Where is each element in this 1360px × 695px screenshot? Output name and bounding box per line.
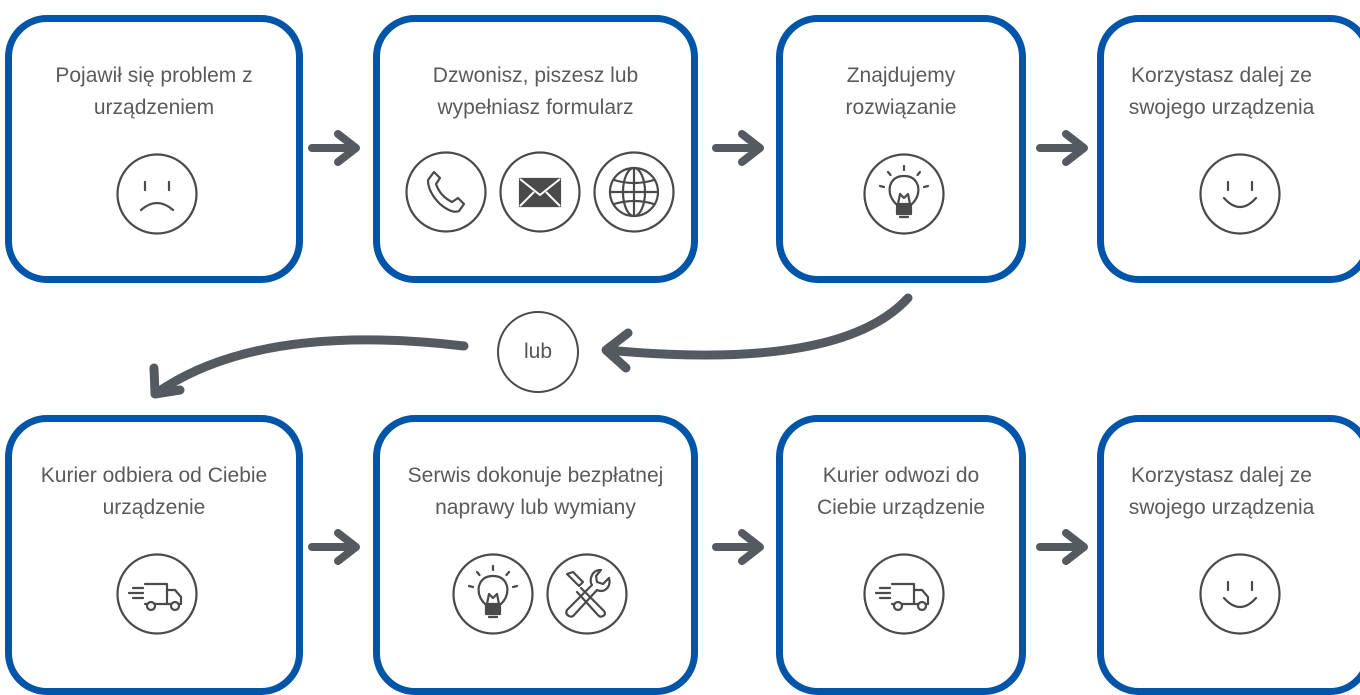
- arrow-right-icon: [712, 130, 764, 166]
- step-card-solution: Znajdujemy rozwiązanie: [776, 15, 1026, 283]
- arrow-right-icon: [1036, 529, 1088, 565]
- step-card-repair: Serwis dokonuje bezpłatnej naprawy lub w…: [373, 415, 698, 695]
- step-card-courier-return: Kurier odwozi do Ciebie urządzenie: [776, 415, 1026, 695]
- step-card-courier-pickup: Kurier odbiera od Ciebie urządzenie: [5, 415, 303, 695]
- wrench-screwdriver-icon: [545, 552, 629, 636]
- globe-icon: [592, 150, 676, 234]
- curved-arrow-to-or-head: [601, 328, 633, 373]
- step-card-problem: Pojawił się problem z urządzeniem: [5, 15, 303, 283]
- arrow-right-icon: [1036, 130, 1088, 166]
- step-card-continue-use: Korzystasz dalej ze swojego urządzenia: [1097, 15, 1360, 283]
- step-text: Korzystasz dalej ze swojego urządzenia: [1128, 64, 1315, 119]
- step-text: Korzystasz dalej ze swojego urządzenia: [1128, 464, 1315, 519]
- step-text: Znajdujemy rozwiązanie: [845, 64, 957, 119]
- lightbulb-icon: [451, 552, 535, 636]
- delivery-truck-icon: [115, 552, 199, 636]
- curved-arrow-to-courier: [153, 335, 469, 397]
- arrow-right-icon: [712, 529, 764, 565]
- step-card-contact: Dzwonisz, piszesz lub wypełniasz formula…: [373, 15, 698, 283]
- step-text: Kurier odwozi do Ciebie urządzenie: [816, 464, 986, 519]
- smile-face-icon: [1198, 552, 1282, 636]
- or-label: lub: [497, 311, 579, 393]
- envelope-icon: [498, 150, 582, 234]
- arrow-right-icon: [308, 529, 360, 565]
- sad-face-icon: [115, 152, 199, 236]
- step-text: Kurier odbiera od Ciebie urządzenie: [40, 464, 268, 519]
- arrow-right-icon: [308, 130, 360, 166]
- curved-arrow-to-courier-head: [149, 363, 185, 399]
- step-text: Pojawił się problem z urządzeniem: [55, 64, 253, 119]
- delivery-truck-icon: [862, 552, 946, 636]
- step-text: Dzwonisz, piszesz lub wypełniasz formula…: [432, 64, 639, 119]
- step-card-continue-use-2: Korzystasz dalej ze swojego urządzenia: [1097, 415, 1360, 695]
- curved-connector: [149, 293, 913, 399]
- phone-icon: [404, 150, 488, 234]
- step-text: Serwis dokonuje bezpłatnej naprawy lub w…: [407, 464, 664, 519]
- lightbulb-icon: [862, 152, 946, 236]
- curved-arrow-to-or: [602, 293, 913, 360]
- smile-face-icon: [1198, 152, 1282, 236]
